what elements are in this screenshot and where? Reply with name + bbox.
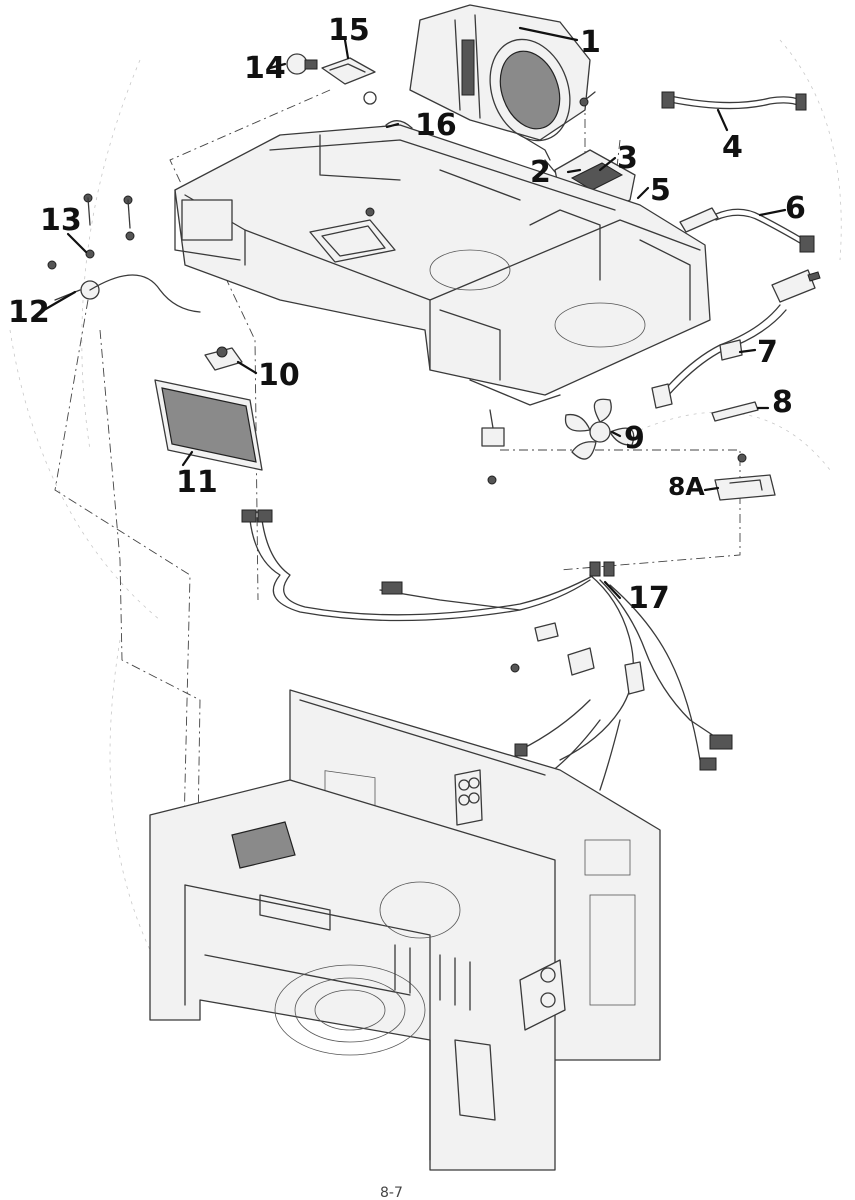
blower-fan-assembly [409, 4, 591, 161]
thermal-fuse [54, 274, 201, 313]
callout-1: 1 [580, 25, 601, 60]
callout-6: 6 [785, 191, 806, 226]
small-bracket [481, 409, 505, 485]
callout-12: 12 [8, 295, 50, 330]
wire-harness-4 [661, 91, 807, 111]
callout-14: 14 [244, 51, 286, 86]
screw-fan [579, 91, 596, 107]
wire-harness-6 [679, 207, 815, 253]
thermal-switch [204, 346, 243, 371]
callout-4: 4 [722, 130, 743, 165]
clamp-bar [711, 401, 759, 422]
page-number: 8-7 [380, 1185, 403, 1200]
callout-8a: 8A [668, 472, 705, 501]
callout-leaders [42, 26, 787, 600]
oven-chassis [149, 689, 661, 1171]
base-screws [47, 193, 375, 270]
callout-labels: 1 2 3 4 5 6 7 8 8A 9 10 11 12 13 14 15 1… [8, 13, 806, 1200]
callout-16: 16 [415, 108, 457, 143]
lamp-bulb [286, 53, 318, 75]
callout-5: 5 [650, 173, 671, 208]
lamp-socket [321, 57, 376, 85]
callout-3: 3 [617, 141, 638, 176]
base-plate [174, 124, 711, 406]
callout-9: 9 [624, 421, 645, 456]
callout-7: 7 [757, 335, 778, 370]
callout-17: 17 [628, 581, 670, 616]
callout-13: 13 [40, 203, 82, 238]
fan-blade [564, 398, 635, 460]
power-cord [651, 269, 821, 409]
callout-10: 10 [258, 358, 300, 393]
callout-2: 2 [530, 155, 551, 190]
callout-15: 15 [328, 13, 370, 48]
grease-filter [154, 379, 263, 471]
callout-8: 8 [772, 385, 793, 420]
clamp-bracket [714, 453, 776, 501]
washer [85, 231, 135, 259]
callout-11: 11 [176, 465, 218, 500]
